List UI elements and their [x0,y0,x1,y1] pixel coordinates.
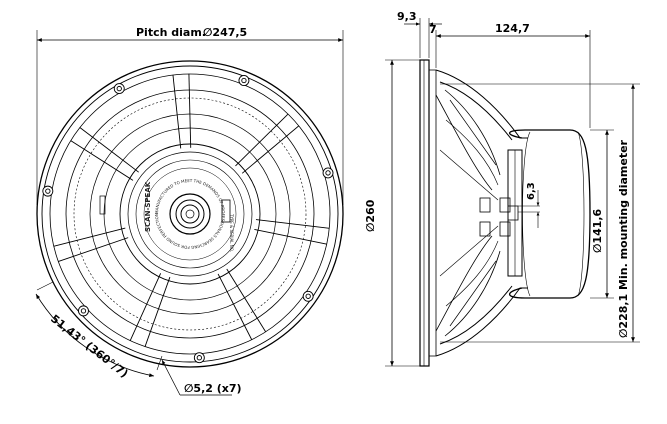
pitch-label: Pitch diam. [136,26,206,39]
dim-vent: 6,3 [526,182,537,200]
top-dimensions: 9,3 7 124,7 [397,10,591,128]
dim-flange: 9,3 [397,10,417,23]
mounting-hole [196,355,202,361]
frame-spoke-line [53,227,126,247]
side-view: 9,3 7 124,7 ∅260 6,3 ∅141,6 [364,10,640,367]
mounting-hole [116,85,122,92]
frame-spoke-line [70,140,134,181]
mounting-hole-boss [193,352,205,364]
front-view: MANUFACTURED TO MEET THE DEMANDS OF PROF… [35,26,344,396]
dustcap-ring-text: MANUFACTURED TO MEET THE DEMANDS OF PROF… [154,178,226,250]
frame-spoke-line [144,276,171,347]
frame-spoke-line [129,273,162,341]
mounting-diameter-dimension: ∅228,1 Min. mounting diameter [440,83,640,343]
frame-spokes [53,73,330,347]
frame-spoke-line [235,113,289,167]
mounting-hole [45,188,51,194]
magnet-diameter-dimension: ∅141,6 [590,129,614,299]
dim-mount: ∅228,1 Min. mounting diameter [617,139,630,338]
motor-structure [507,129,591,299]
frame-spoke-line [57,237,129,263]
frame-spoke-line [241,125,300,174]
mounting-hole-boss [322,167,334,179]
frame-outline [36,60,344,368]
basket-outline [435,69,528,357]
hole-dimension: ∅5,2 (x7) [161,359,242,396]
dim-gap: 7 [429,23,437,36]
dim-depth: 124,7 [495,22,530,35]
mounting-flange [419,59,436,367]
frame-spoke-line [254,228,328,245]
mounting-hole [305,293,311,299]
pitch-value: ∅247,5 [203,26,247,39]
mounting-hole [241,77,247,84]
mounting-hole-boss [238,75,250,86]
frame-spoke-line [226,268,267,333]
mounting-hole-boss [42,185,54,197]
frame-spoke-line [217,273,253,341]
dust-cap [169,193,211,235]
outer-diameter-dimension: ∅260 [364,59,420,367]
frame-spoke-line [79,127,139,173]
mounting-hole-boss [113,83,125,95]
serial-plate [221,199,231,223]
frame-spoke-line [188,73,192,148]
dustcap-brand-label: SCAN-SPEAK [144,181,152,232]
terminal-left [99,195,106,215]
hole-label: ∅5,2 (x7) [184,382,242,395]
cone-profile [435,94,493,332]
mounting-hole [325,170,331,176]
mounting-hole-boss [78,305,89,317]
frame-spoke-line [255,219,330,229]
frame-spoke-line [172,74,182,149]
terminals [479,197,519,237]
dustcap-type-label: TYPE & SERIAL NO. [229,213,234,252]
pitch-diameter-dimension: Pitch diam. ∅247,5 [36,26,344,205]
dim-outer: ∅260 [364,199,377,232]
vent-dimension: 6,3 [526,182,540,228]
mounting-hole-boss [302,290,314,302]
dim-magnet: ∅141,6 [591,208,604,253]
